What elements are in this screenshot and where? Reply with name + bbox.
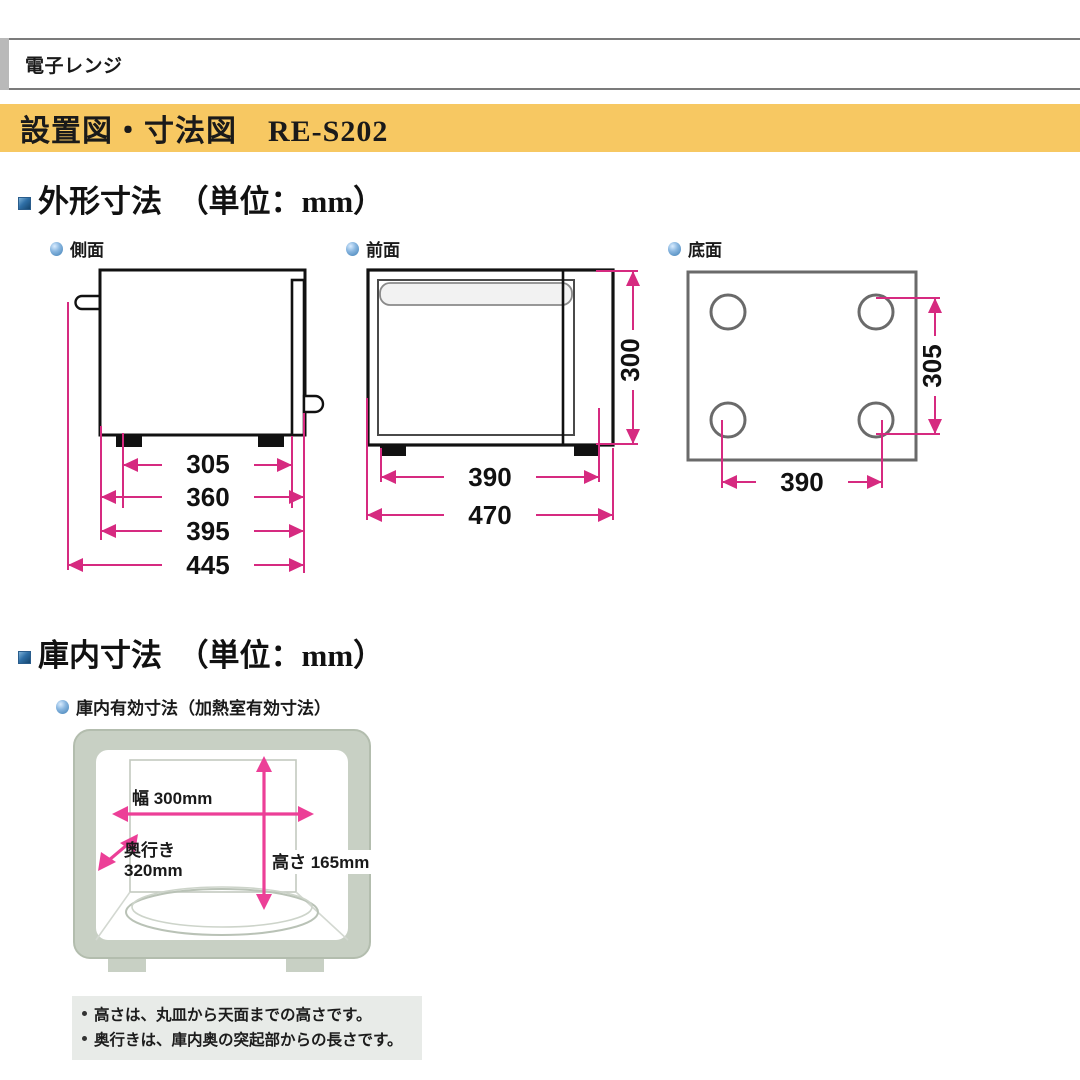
view-label-bottom-text: 底面 — [688, 241, 722, 260]
body-outline — [98, 268, 307, 437]
note-item: 奥行きは、庫内奥の突起部からの長さです。 — [82, 1028, 422, 1053]
bullet-dot-icon — [82, 1036, 87, 1042]
side-dimension-labels: 305 360 395 445 — [162, 449, 254, 580]
dot-bullet-icon — [50, 241, 63, 256]
view-label-bottom: 底面 — [668, 236, 722, 261]
foot-circle-bottom-right — [857, 401, 895, 439]
power-cord-nub — [74, 294, 106, 311]
view-label-interior-text: 庫内有効寸法（加熱室有効寸法） — [76, 699, 331, 718]
interior-dim-height: 高さ 165mm — [272, 852, 369, 872]
view-label-side: 側面 — [50, 236, 104, 261]
section-heading-interior-label: 庫内寸法 （単位：mm） — [38, 638, 385, 673]
foot-right — [574, 445, 600, 456]
door-face — [290, 278, 306, 437]
bottom-dim-390: 390 — [780, 467, 823, 497]
side-view-svg: 305 360 395 445 — [67, 268, 325, 580]
side-dim-305: 305 — [186, 449, 229, 479]
interior-drawing — [73, 729, 371, 972]
interior-dim-width: 幅 300mm — [132, 788, 212, 808]
breadcrumb-label: 電子レンジ — [25, 55, 123, 77]
note-text: 奥行きは、庫内奥の突起部からの長さです。 — [94, 1032, 403, 1049]
interior-dim-depth-line2: 320mm — [124, 861, 183, 880]
foot-circle-top-right — [857, 293, 895, 331]
square-bullet-icon — [18, 197, 31, 210]
view-label-front: 前面 — [346, 236, 400, 261]
front-view-svg: 300 390 470 — [366, 268, 648, 530]
interior-notes: 高さは、丸皿から天面までの高さです。 奥行きは、庫内奥の突起部からの長さです。 — [72, 996, 422, 1060]
front-dimension-labels: 300 390 470 — [444, 330, 648, 530]
view-label-interior: 庫内有効寸法（加熱室有効寸法） — [56, 694, 331, 719]
door-handle-strip — [379, 282, 573, 306]
dot-bullet-icon — [668, 241, 681, 256]
bottom-dimension-arrowheads — [722, 298, 942, 489]
interior-dimension-labels: 幅 300mm 奥行き 320mm 高さ 165mm — [124, 788, 392, 880]
foot-circle-top-left — [709, 293, 747, 331]
breadcrumb-accent-bar — [0, 38, 9, 90]
title-band: 設置図・寸法図 RE-S202 — [0, 104, 1080, 152]
side-dimension-arrowheads — [68, 458, 304, 572]
figure-front-view: 300 390 470 — [356, 258, 666, 543]
breadcrumb: 電子レンジ — [0, 38, 1080, 90]
interior-view-svg: 幅 300mm 奥行き 320mm 高さ 165mm — [73, 729, 392, 972]
turntable-plate-inner — [131, 886, 313, 928]
bottom-view-drawing — [686, 270, 918, 462]
foot-left — [380, 445, 406, 456]
front-view-drawing — [366, 268, 615, 456]
foot-left — [116, 435, 142, 447]
side-dim-445: 445 — [186, 550, 229, 580]
figure-bottom-view: 305 390 — [670, 258, 990, 513]
side-dim-360: 360 — [186, 482, 229, 512]
dot-bullet-icon — [346, 241, 359, 256]
front-dim-300: 300 — [615, 338, 645, 381]
note-item: 高さは、丸皿から天面までの高さです。 — [82, 1003, 422, 1028]
foot-circle-bottom-left — [709, 401, 747, 439]
door-handle-nub — [302, 394, 325, 414]
view-label-front-text: 前面 — [366, 241, 400, 260]
dot-bullet-icon — [56, 699, 69, 714]
square-bullet-icon — [18, 651, 31, 664]
figure-side-view: 305 360 395 445 — [60, 258, 360, 593]
bottom-dimension-labels: 305 390 — [756, 336, 950, 498]
section-heading-exterior: 外形寸法 （単位：mm） — [18, 176, 384, 221]
interior-dim-depth-line1: 奥行き — [124, 840, 175, 860]
front-dimension-arrowheads — [367, 271, 640, 522]
figure-interior-view: 幅 300mm 奥行き 320mm 高さ 165mm — [68, 726, 392, 986]
side-dim-395: 395 — [186, 516, 229, 546]
front-dim-390: 390 — [468, 462, 511, 492]
page-title: 設置図・寸法図 RE-S202 — [20, 115, 389, 148]
bottom-dim-305: 305 — [917, 344, 947, 387]
section-heading-interior: 庫内寸法 （単位：mm） — [18, 630, 384, 675]
bottom-view-svg: 305 390 — [686, 270, 950, 498]
front-dim-470: 470 — [468, 500, 511, 530]
side-view-drawing — [74, 268, 325, 447]
interior-dimension-arrowheads — [98, 756, 314, 910]
note-text: 高さは、丸皿から天面までの高さです。 — [94, 1007, 372, 1024]
view-label-side-text: 側面 — [70, 241, 104, 260]
foot-right — [258, 435, 284, 447]
turntable-plate-outer — [125, 888, 319, 936]
section-heading-exterior-label: 外形寸法 （単位：mm） — [38, 184, 385, 219]
bullet-dot-icon — [82, 1011, 87, 1017]
